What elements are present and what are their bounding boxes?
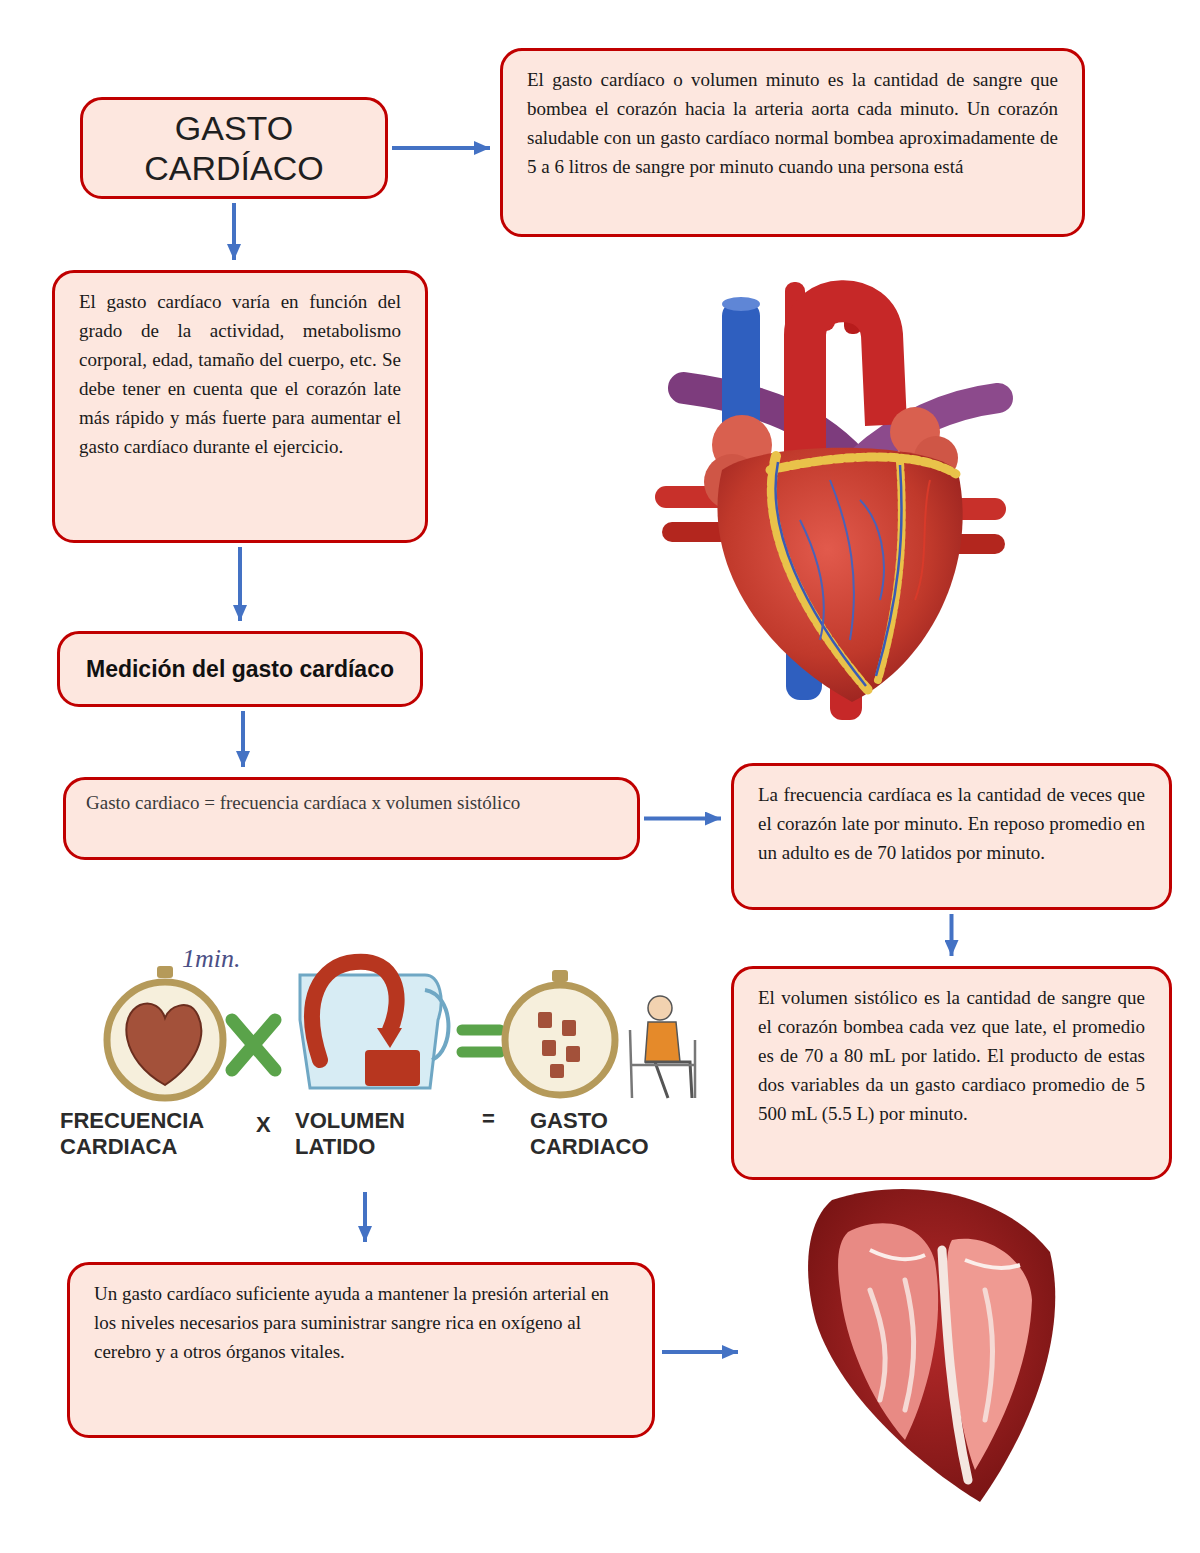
note-box: Un gasto cardíaco suficiente ayuda a man… — [67, 1262, 655, 1438]
free-arrow — [363, 1192, 367, 1242]
heart-illustration — [655, 282, 1006, 720]
connector-arrow — [950, 914, 954, 956]
heart-section-illustration — [808, 1189, 1055, 1502]
formula-box: Gasto cardiaco = frecuencia cardíaca x v… — [63, 777, 640, 860]
box-text: Medición del gasto cardíaco — [74, 655, 406, 684]
drawing-part — [377, 1028, 402, 1048]
factors-box: El gasto cardíaco varía en función del g… — [52, 270, 428, 543]
free-arrow — [662, 1350, 738, 1354]
drawing-part — [915, 480, 930, 600]
formula-caption: GASTO CARDIACO — [530, 1108, 700, 1160]
connector-arrow — [392, 146, 490, 150]
formula-caption: FRECUENCIA CARDIACA — [60, 1108, 235, 1160]
drawing-part — [552, 970, 568, 982]
drawing-part — [232, 1020, 275, 1070]
drawing-part — [870, 1280, 993, 1420]
formula-caption: VOLUMEN LATIDO — [295, 1108, 445, 1160]
handwritten-note: 1min. — [182, 944, 292, 974]
connector-arrow — [644, 817, 721, 821]
drawing-part — [645, 1022, 680, 1062]
drawing-part — [808, 1189, 1055, 1502]
drawing-part — [425, 990, 448, 1060]
box-text: El volumen sistólico es la cantidad de s… — [758, 983, 1145, 1128]
drawing-part — [770, 457, 956, 474]
drawing-part — [157, 966, 173, 978]
drawing-part — [717, 448, 962, 702]
drawing-part — [648, 996, 672, 1020]
operator-sign: X — [256, 1112, 286, 1138]
box-text: Un gasto cardíaco suficiente ayuda a man… — [94, 1279, 628, 1366]
drawing-part — [312, 962, 397, 1060]
drawing-part — [876, 465, 902, 676]
drawing-part — [942, 1250, 968, 1480]
connector-arrow — [232, 203, 236, 260]
drawing-part — [562, 1020, 576, 1036]
connector-arrow — [241, 711, 245, 767]
connector-arrow — [238, 547, 242, 621]
operator-sign: = — [482, 1106, 512, 1132]
drawing-part — [126, 1003, 201, 1085]
drawing-part — [722, 297, 760, 311]
drawing-part — [800, 480, 884, 640]
drawing-part — [550, 1064, 564, 1078]
box-text: La frecuencia cardíaca es la cantidad de… — [758, 780, 1145, 867]
definition-box: El gasto cardíaco o volumen minuto es la… — [500, 48, 1085, 237]
drawing-part — [566, 1046, 580, 1062]
title-box: GASTO CARDÍACO — [80, 97, 388, 199]
drawing-part — [630, 1030, 695, 1098]
drawing-part — [505, 985, 615, 1095]
drawing-part — [645, 1062, 692, 1098]
formula-cartoon — [107, 962, 695, 1098]
drawing-part — [462, 1030, 500, 1052]
drawing-part — [538, 1012, 552, 1028]
box-text: El gasto cardíaco varía en función del g… — [79, 287, 401, 461]
drawing-part — [542, 1040, 556, 1056]
section-box: Medición del gasto cardíaco — [57, 631, 423, 707]
info-box: La frecuencia cardíaca es la cantidad de… — [731, 763, 1172, 910]
box-text: Gasto cardiaco = frecuencia cardíaca x v… — [86, 788, 617, 817]
info-box: El volumen sistólico es la cantidad de s… — [731, 966, 1172, 1180]
drawing-part — [365, 1050, 420, 1086]
box-text: El gasto cardíaco o volumen minuto es la… — [527, 65, 1058, 181]
box-text: GASTO CARDÍACO — [95, 108, 373, 188]
drawing-part — [107, 982, 223, 1098]
drawing-part — [870, 1250, 1020, 1268]
